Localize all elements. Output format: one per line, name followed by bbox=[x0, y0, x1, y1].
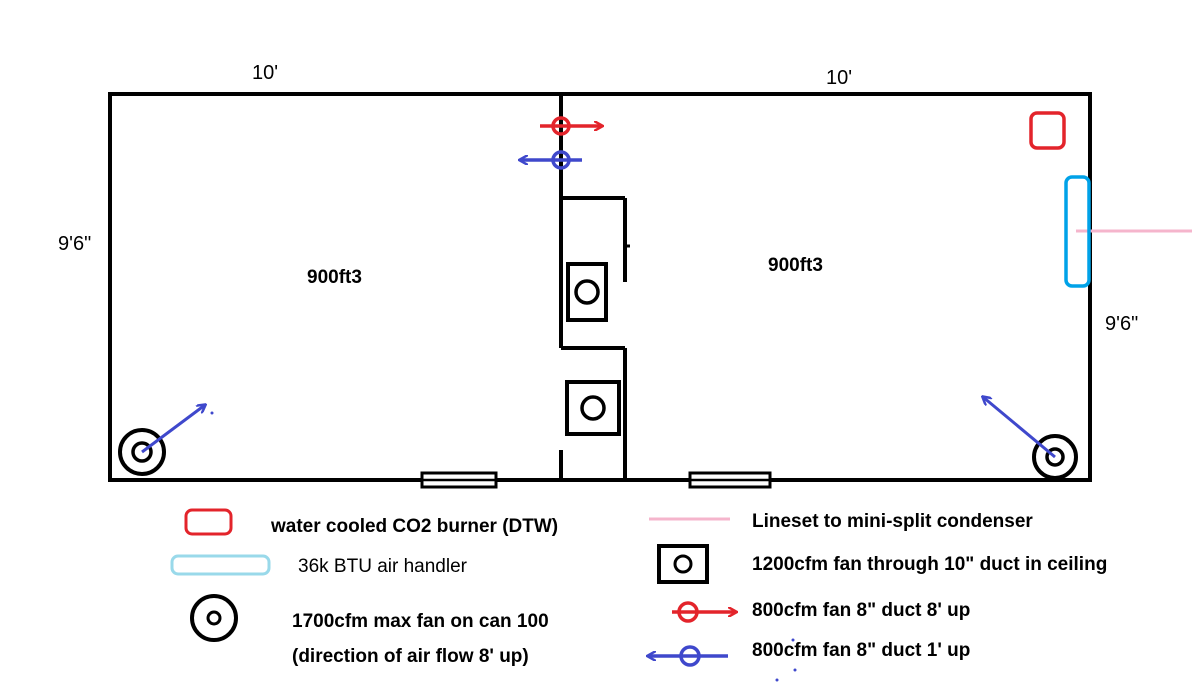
legend-air-handler-label: 36k BTU air handler bbox=[298, 556, 468, 577]
right-room-volume: 900ft3 bbox=[768, 255, 823, 276]
stray-dot bbox=[791, 638, 795, 642]
legend-can-fan-icon bbox=[190, 594, 238, 642]
right-depth-label: 9'6" bbox=[1105, 313, 1138, 335]
bottom-vent-right bbox=[688, 471, 772, 489]
legend-ceiling-fan-icon bbox=[657, 544, 709, 584]
bottom-vent-left bbox=[420, 471, 498, 489]
left-width-label: 10' bbox=[252, 62, 278, 84]
legend-blue-fan-label: 800cfm fan 8" duct 1' up bbox=[752, 640, 970, 661]
left-room-volume: 900ft3 bbox=[307, 267, 362, 288]
co2-burner bbox=[1029, 111, 1066, 150]
right-width-label: 10' bbox=[826, 67, 852, 89]
blue-wall-fan bbox=[520, 150, 582, 170]
stray-dot bbox=[793, 668, 797, 672]
legend-co2-burner-swatch bbox=[184, 508, 233, 536]
legend-red-fan-label: 800cfm fan 8" duct 8' up bbox=[752, 600, 970, 621]
ceiling-fan-lower bbox=[565, 380, 621, 436]
legend-co2-burner-label: water cooled CO2 burner (DTW) bbox=[270, 516, 558, 537]
legend-ceiling-fan-label: 1200cfm fan through 10" duct in ceiling bbox=[752, 554, 1107, 575]
legend-lineset-label: Lineset to mini-split condenser bbox=[752, 511, 1033, 532]
left-depth-label: 9'6" bbox=[58, 233, 91, 255]
outer-wall bbox=[108, 92, 1092, 482]
legend-blue-fan-icon bbox=[648, 645, 728, 667]
air-handler bbox=[1064, 175, 1091, 288]
legend-air-handler-swatch bbox=[170, 554, 271, 576]
can-fan-right bbox=[983, 397, 1078, 480]
legend-can-fan-label-2: (direction of air flow 8' up) bbox=[292, 646, 529, 667]
legend-can-fan-label-1: 1700cfm max fan on can 100 bbox=[292, 611, 549, 632]
red-wall-fan bbox=[540, 116, 602, 136]
ceiling-fan-upper bbox=[566, 262, 608, 322]
can-fan-left bbox=[118, 405, 214, 476]
stray-dot bbox=[775, 678, 779, 682]
legend-red-fan-icon bbox=[672, 601, 736, 623]
